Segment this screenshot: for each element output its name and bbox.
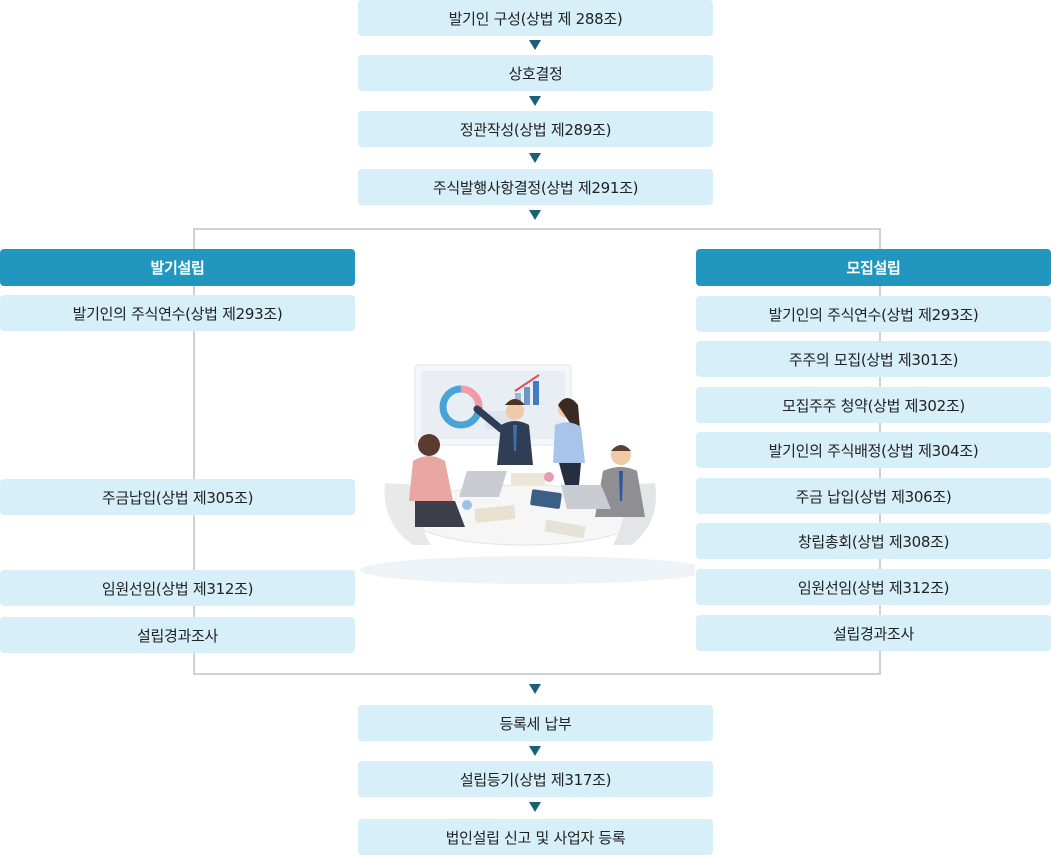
connector-bottom-horizontal [193, 673, 881, 675]
right-step-officers: 임원선임(상법 제312조) [696, 569, 1051, 605]
left-step-investigation: 설립경과조사 [0, 617, 355, 653]
down-arrow-icon [529, 802, 541, 812]
branch-header-promoter: 발기설립 [0, 249, 355, 286]
down-arrow-icon [529, 210, 541, 220]
right-step-meeting: 창립총회(상법 제308조) [696, 523, 1051, 559]
connector-left-vertical [193, 228, 195, 674]
down-arrow-icon [529, 153, 541, 163]
step-incorporation-registry: 설립등기(상법 제317조) [358, 761, 713, 797]
step-articles: 정관작성(상법 제289조) [358, 111, 713, 147]
step-share-issuance: 주식발행사항결정(상법 제291조) [358, 169, 713, 205]
left-step-payment: 주금납입(상법 제305조) [0, 479, 355, 515]
down-arrow-icon [529, 40, 541, 50]
right-step-payment: 주금 납입(상법 제306조) [696, 478, 1051, 514]
right-step-allotment: 발기인의 주식배정(상법 제304조) [696, 432, 1051, 468]
meeting-illustration [360, 364, 695, 584]
down-arrow-icon [529, 96, 541, 106]
branch-header-offering: 모집설립 [696, 249, 1051, 286]
right-step-investigation: 설립경과조사 [696, 615, 1051, 651]
left-step-subscription: 발기인의 주식연수(상법 제293조) [0, 295, 355, 331]
step-registration-tax: 등록세 납부 [358, 705, 713, 741]
down-arrow-icon [529, 746, 541, 756]
step-founder-composition: 발기인 구성(상법 제 288조) [358, 0, 713, 36]
down-arrow-icon [529, 684, 541, 694]
left-step-officers: 임원선임(상법 제312조) [0, 570, 355, 606]
right-step-subscription: 발기인의 주식연수(상법 제293조) [696, 296, 1051, 332]
step-business-registration: 법인설립 신고 및 사업자 등록 [358, 819, 713, 855]
step-trade-name: 상호결정 [358, 55, 713, 91]
right-step-application: 모집주주 청약(상법 제302조) [696, 387, 1051, 423]
right-step-recruit: 주주의 모집(상법 제301조) [696, 341, 1051, 377]
connector-top-horizontal [193, 228, 880, 230]
